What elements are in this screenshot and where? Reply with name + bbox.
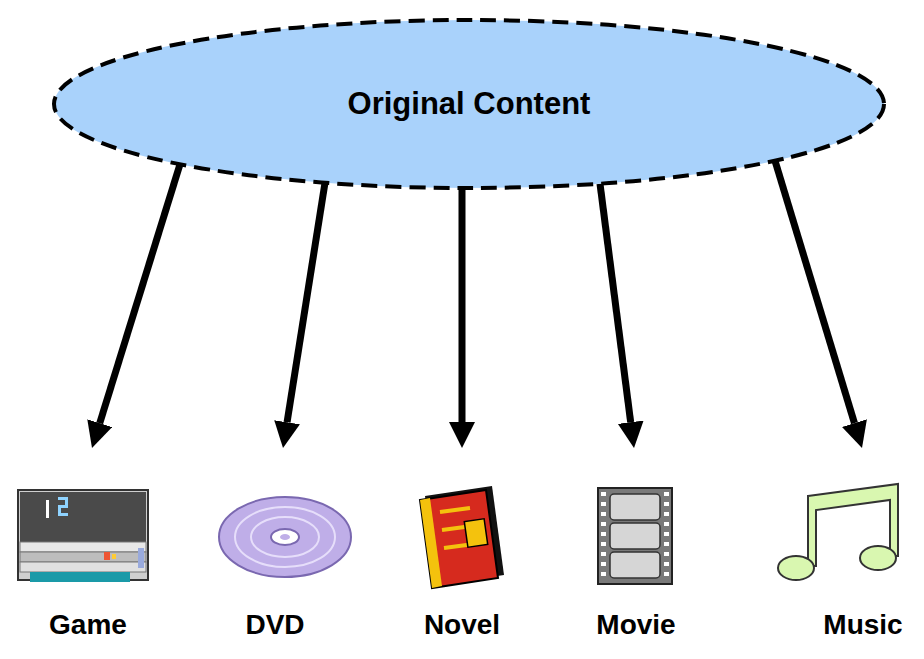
media-node: DVD (220, 448, 330, 648)
content-title: Original Content (348, 86, 591, 122)
media-node: Movie (580, 448, 692, 648)
arrow-connector (775, 161, 854, 423)
arrow-connector (287, 183, 325, 423)
media-label: DVD (245, 608, 304, 648)
game-icon (18, 490, 148, 582)
media-label: Movie (596, 608, 675, 648)
media-node: Game (30, 448, 146, 648)
media-node: Music (808, 448, 918, 648)
media-label: Game (49, 608, 127, 648)
arrow-connector (600, 184, 631, 423)
dvd-icon (219, 497, 351, 577)
book-icon (420, 486, 504, 588)
media-node: Novel (405, 448, 519, 648)
film-icon (598, 488, 672, 584)
media-label: Novel (424, 608, 500, 648)
ellipse-node: Original Content (52, 18, 886, 190)
media-label: Music (823, 608, 902, 648)
arrow-connector (459, 188, 466, 422)
arrow-connector (100, 164, 180, 423)
music-icon (778, 484, 898, 580)
